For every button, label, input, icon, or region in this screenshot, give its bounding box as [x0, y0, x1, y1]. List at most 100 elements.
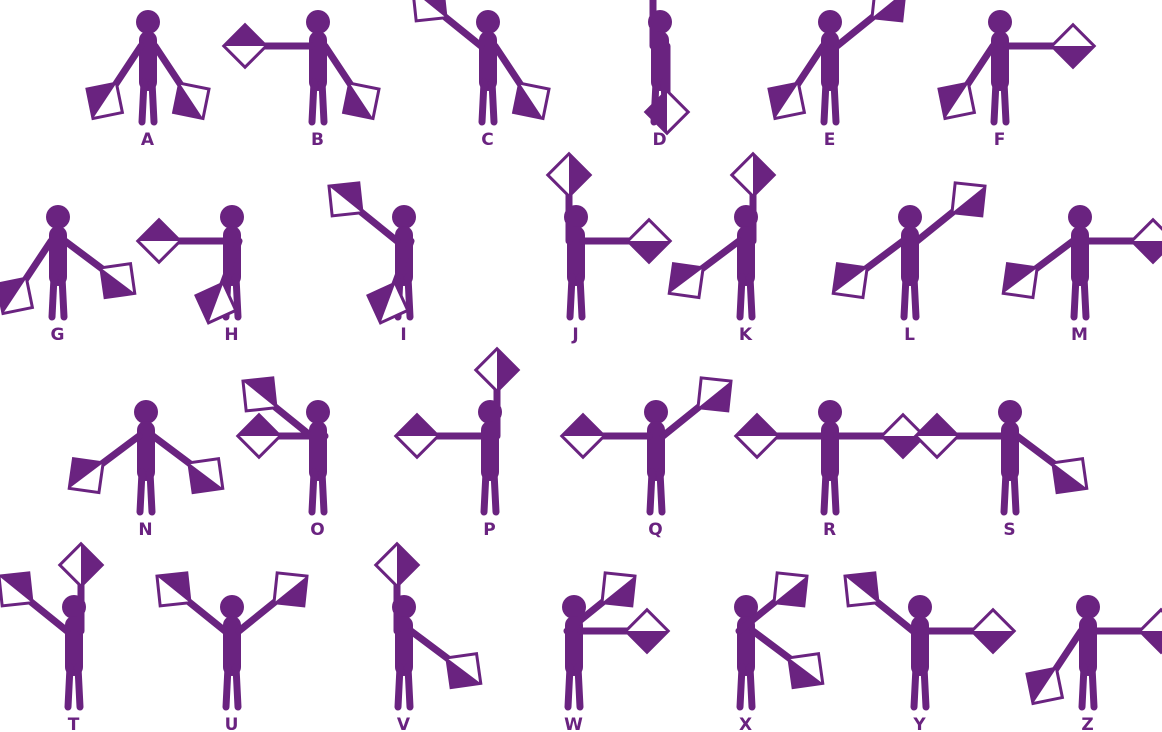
semaphore-figure-x: X — [734, 573, 823, 732]
head-m — [1068, 205, 1092, 229]
left-leg-v — [398, 667, 400, 707]
right-leg-s — [1014, 472, 1016, 512]
right-flag-u — [274, 573, 307, 606]
semaphore-figure-m: M — [1003, 205, 1162, 345]
letter-label-k: K — [739, 325, 753, 345]
right-flag-g — [101, 264, 135, 298]
right-flag-v — [447, 654, 481, 688]
letter-label-h: H — [224, 325, 239, 345]
left-leg-z — [1082, 667, 1084, 707]
semaphore-figure-d: D — [632, 0, 688, 150]
right-leg-x — [750, 667, 752, 707]
semaphore-figure-e: E — [769, 0, 905, 150]
semaphore-figure-a: A — [87, 10, 209, 150]
letter-label-o: O — [310, 520, 325, 540]
left-leg-o — [312, 472, 314, 512]
left-flag-h — [138, 220, 180, 262]
semaphore-figure-s: S — [916, 400, 1087, 540]
right-leg-b — [322, 82, 324, 122]
left-flag-j — [548, 154, 590, 196]
right-flag-x — [789, 654, 823, 688]
left-flag-k — [669, 264, 703, 298]
right-flag-a — [174, 83, 209, 118]
letter-label-m: M — [1071, 325, 1089, 345]
left-leg-p — [484, 472, 486, 512]
letter-label-r: R — [823, 520, 837, 540]
left-leg-t — [68, 667, 70, 707]
head-r — [818, 400, 842, 424]
right-leg-e — [834, 82, 836, 122]
right-flag-z — [1140, 610, 1162, 652]
letter-label-e: E — [824, 130, 837, 150]
left-leg-f — [994, 82, 996, 122]
right-flag-c — [514, 83, 549, 118]
letter-label-i: I — [400, 325, 407, 345]
left-leg-l — [904, 277, 906, 317]
right-leg-r — [834, 472, 836, 512]
left-flag-m — [1003, 264, 1037, 298]
semaphore-figure-r: R — [736, 400, 924, 540]
semaphore-figure-n: N — [69, 400, 223, 540]
left-leg-g — [52, 277, 54, 317]
right-flag-w — [626, 610, 668, 652]
right-flag-f — [1052, 25, 1094, 67]
right-leg-y — [924, 667, 926, 707]
head-l — [898, 205, 922, 229]
right-leg-f — [1004, 82, 1006, 122]
letter-label-t: T — [68, 715, 81, 732]
letter-label-s: S — [1003, 520, 1016, 540]
semaphore-figure-k: K — [669, 154, 774, 345]
letter-label-u: U — [225, 715, 240, 732]
letter-label-d: D — [652, 130, 667, 150]
left-leg-c — [482, 82, 484, 122]
right-leg-a — [152, 82, 154, 122]
left-leg-q — [650, 472, 652, 512]
semaphore-figure-p: P — [396, 349, 518, 540]
left-leg-w — [568, 667, 570, 707]
left-leg-r — [824, 472, 826, 512]
right-flag-m — [1132, 220, 1162, 262]
left-flag-t — [0, 573, 32, 606]
right-flag-q — [698, 378, 731, 411]
semaphore-figure-g: G — [0, 205, 135, 345]
right-flag-k — [732, 154, 774, 196]
head-h — [220, 205, 244, 229]
right-leg-w — [578, 667, 580, 707]
right-flag-o — [238, 415, 280, 457]
right-flag-j — [628, 220, 670, 262]
right-flag-b — [344, 83, 379, 118]
left-flag-v — [376, 544, 418, 586]
left-flag-w — [602, 573, 635, 606]
right-flag-s — [1053, 459, 1087, 493]
head-c — [476, 10, 500, 34]
right-leg-v — [408, 667, 410, 707]
head-s — [998, 400, 1022, 424]
left-flag-g — [0, 278, 32, 313]
head-g — [46, 205, 70, 229]
left-leg-u — [226, 667, 228, 707]
left-flag-p — [396, 415, 438, 457]
letter-label-q: Q — [648, 520, 663, 540]
semaphore-figure-z: Z — [1027, 595, 1162, 732]
left-flag-e — [769, 83, 804, 118]
semaphore-figure-h: H — [138, 205, 244, 345]
right-leg-n — [150, 472, 152, 512]
letter-label-b: B — [311, 130, 325, 150]
letter-label-l: L — [904, 325, 916, 345]
semaphore-figure-i: I — [329, 183, 416, 345]
semaphore-figure-v: V — [376, 544, 481, 732]
head-z — [1076, 595, 1100, 619]
semaphore-figure-j: J — [548, 154, 670, 345]
right-leg-u — [236, 667, 238, 707]
head-b — [306, 10, 330, 34]
semaphore-figure-f: F — [939, 10, 1094, 150]
letter-label-z: Z — [1081, 715, 1094, 732]
letter-label-f: F — [994, 130, 1007, 150]
letter-label-w: W — [564, 715, 584, 732]
left-flag-s — [916, 415, 958, 457]
left-flag-l — [833, 264, 867, 298]
semaphore-figure-c: C — [413, 0, 549, 150]
left-leg-b — [312, 82, 314, 122]
right-leg-k — [750, 277, 752, 317]
